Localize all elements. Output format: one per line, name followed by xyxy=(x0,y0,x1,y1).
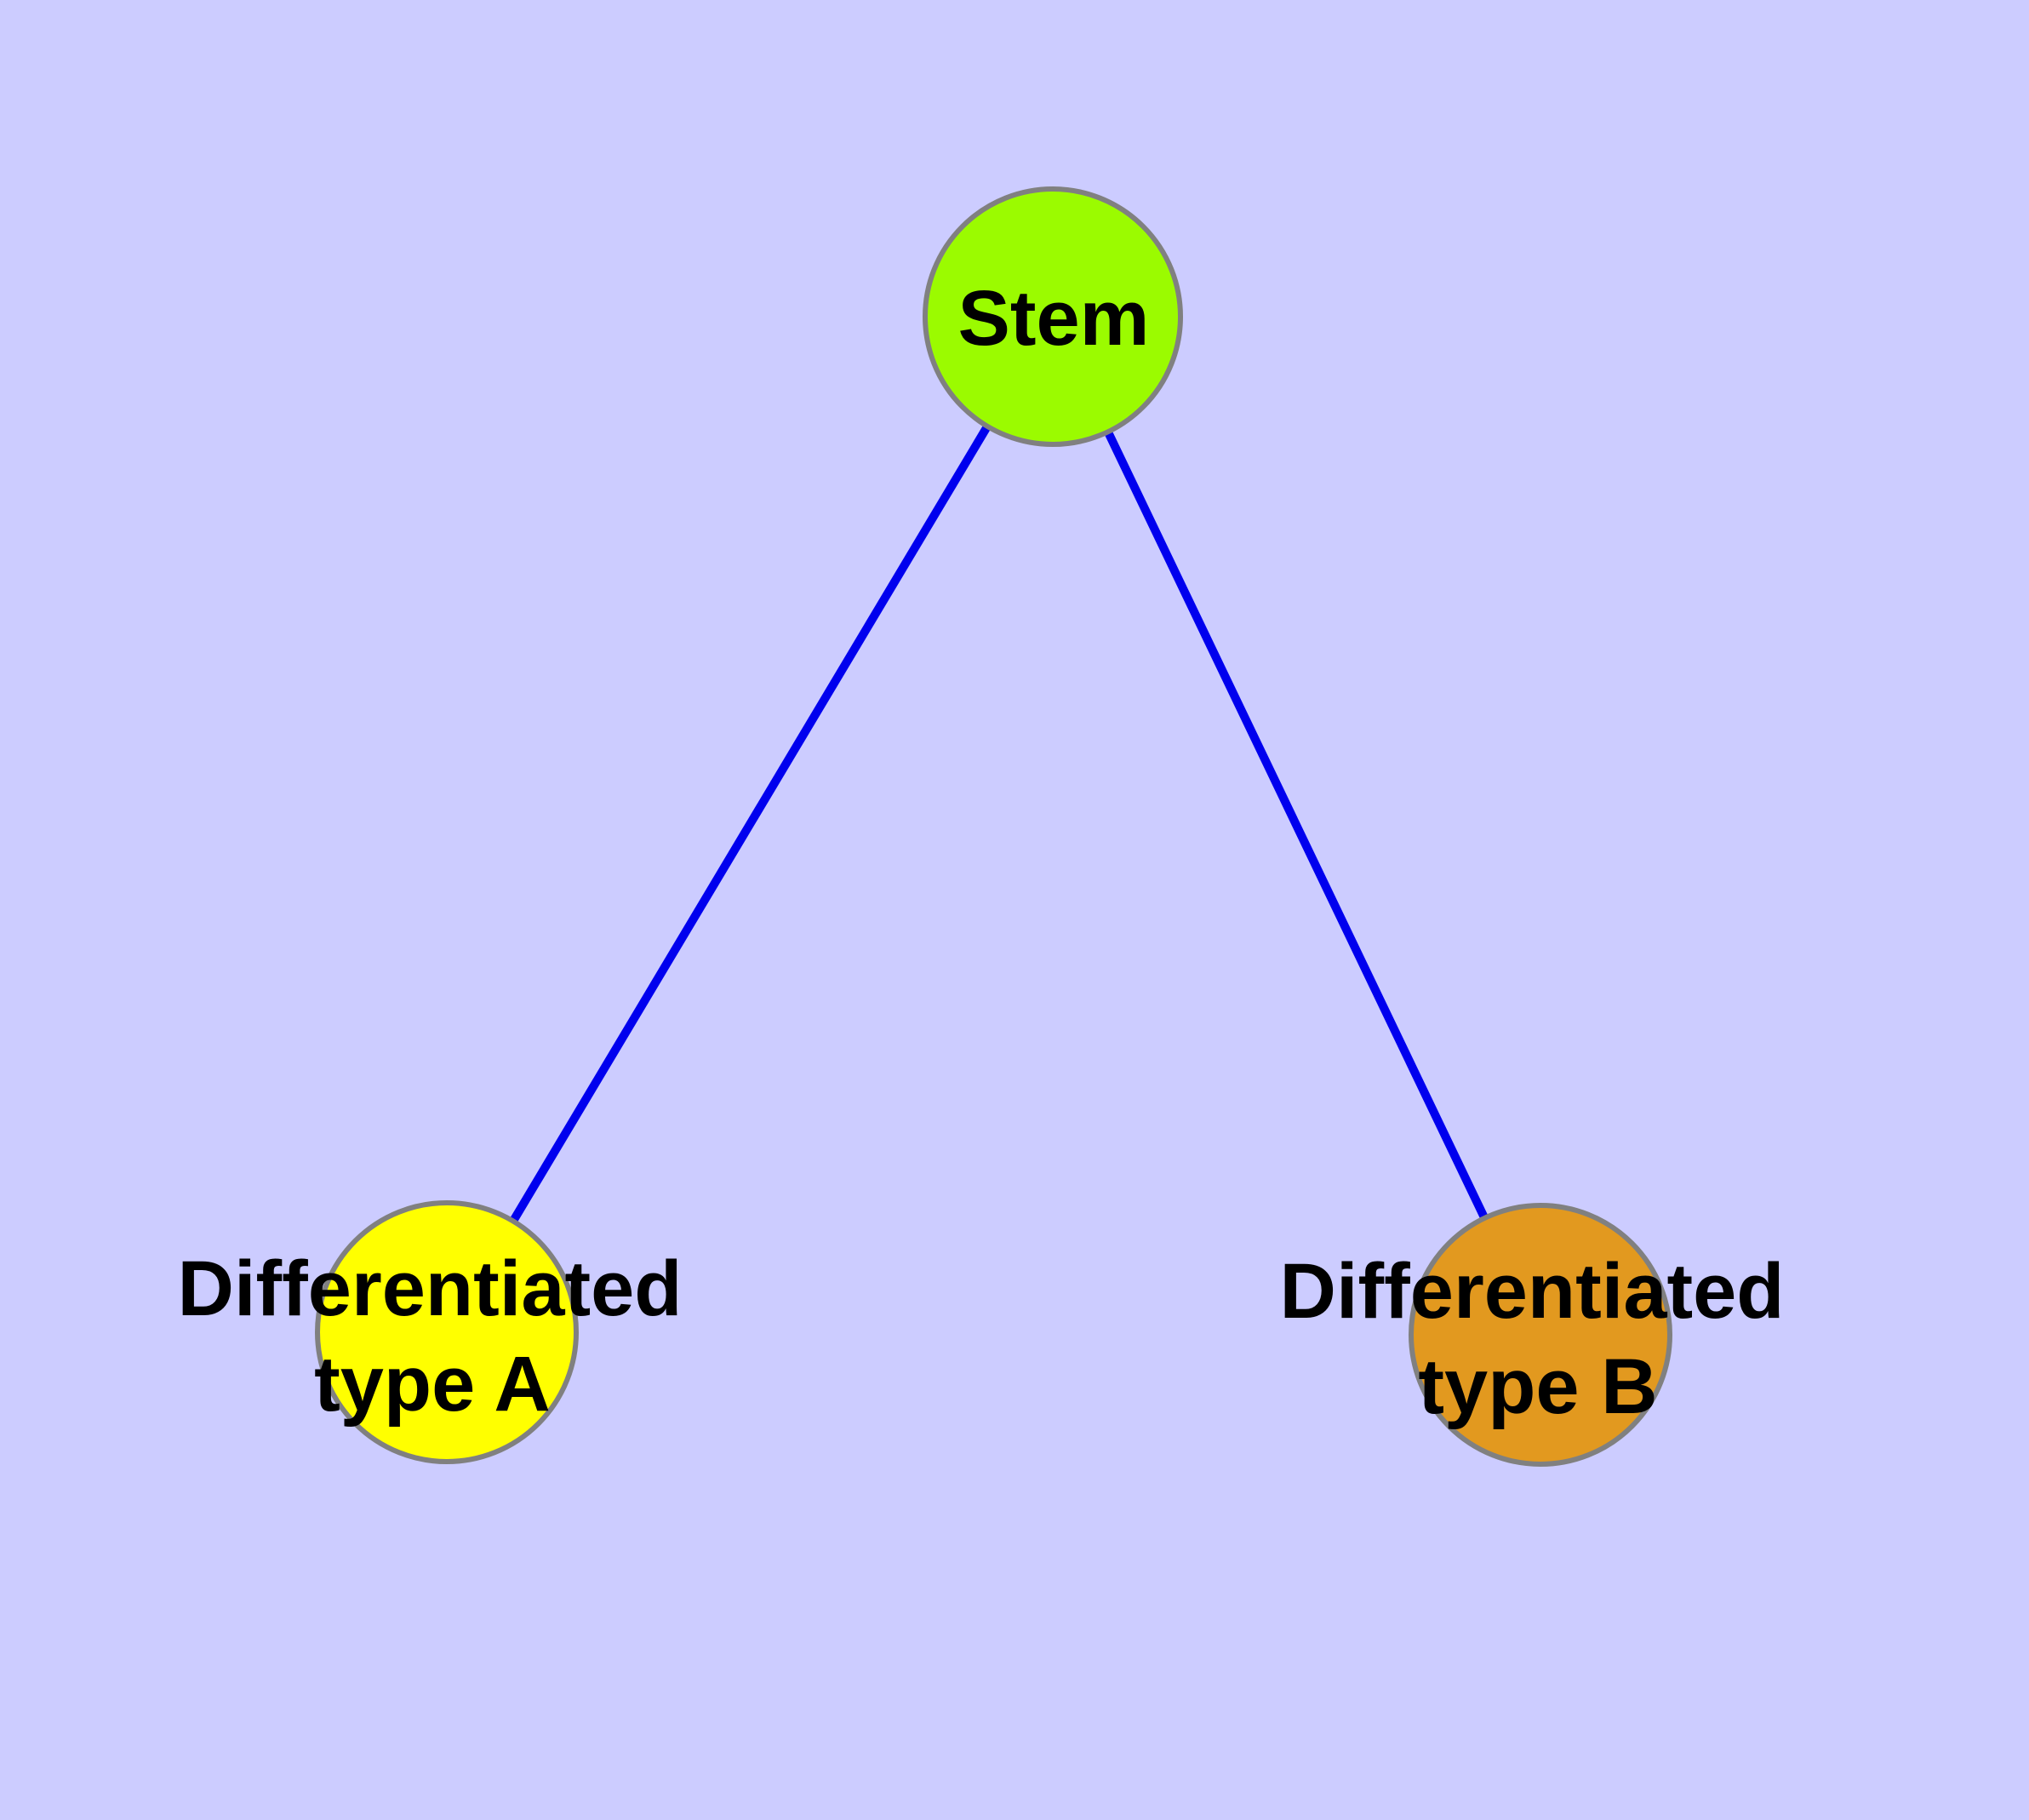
edge-stem-to-type-a xyxy=(443,314,1057,1335)
node-type-b-label-line2: type B xyxy=(1418,1343,1657,1430)
node-type-b-label-line1: Differentiated xyxy=(1280,1248,1785,1335)
node-stem-label: Stem xyxy=(958,275,1150,362)
node-differentiated-type-b xyxy=(1409,1203,1672,1467)
node-stem xyxy=(923,186,1183,447)
node-differentiated-type-a xyxy=(315,1200,579,1464)
node-type-a-label-line2: type A xyxy=(314,1341,551,1428)
node-type-a-label-line1: Differentiated xyxy=(178,1245,683,1332)
edge-stem-to-type-b xyxy=(1049,314,1545,1337)
